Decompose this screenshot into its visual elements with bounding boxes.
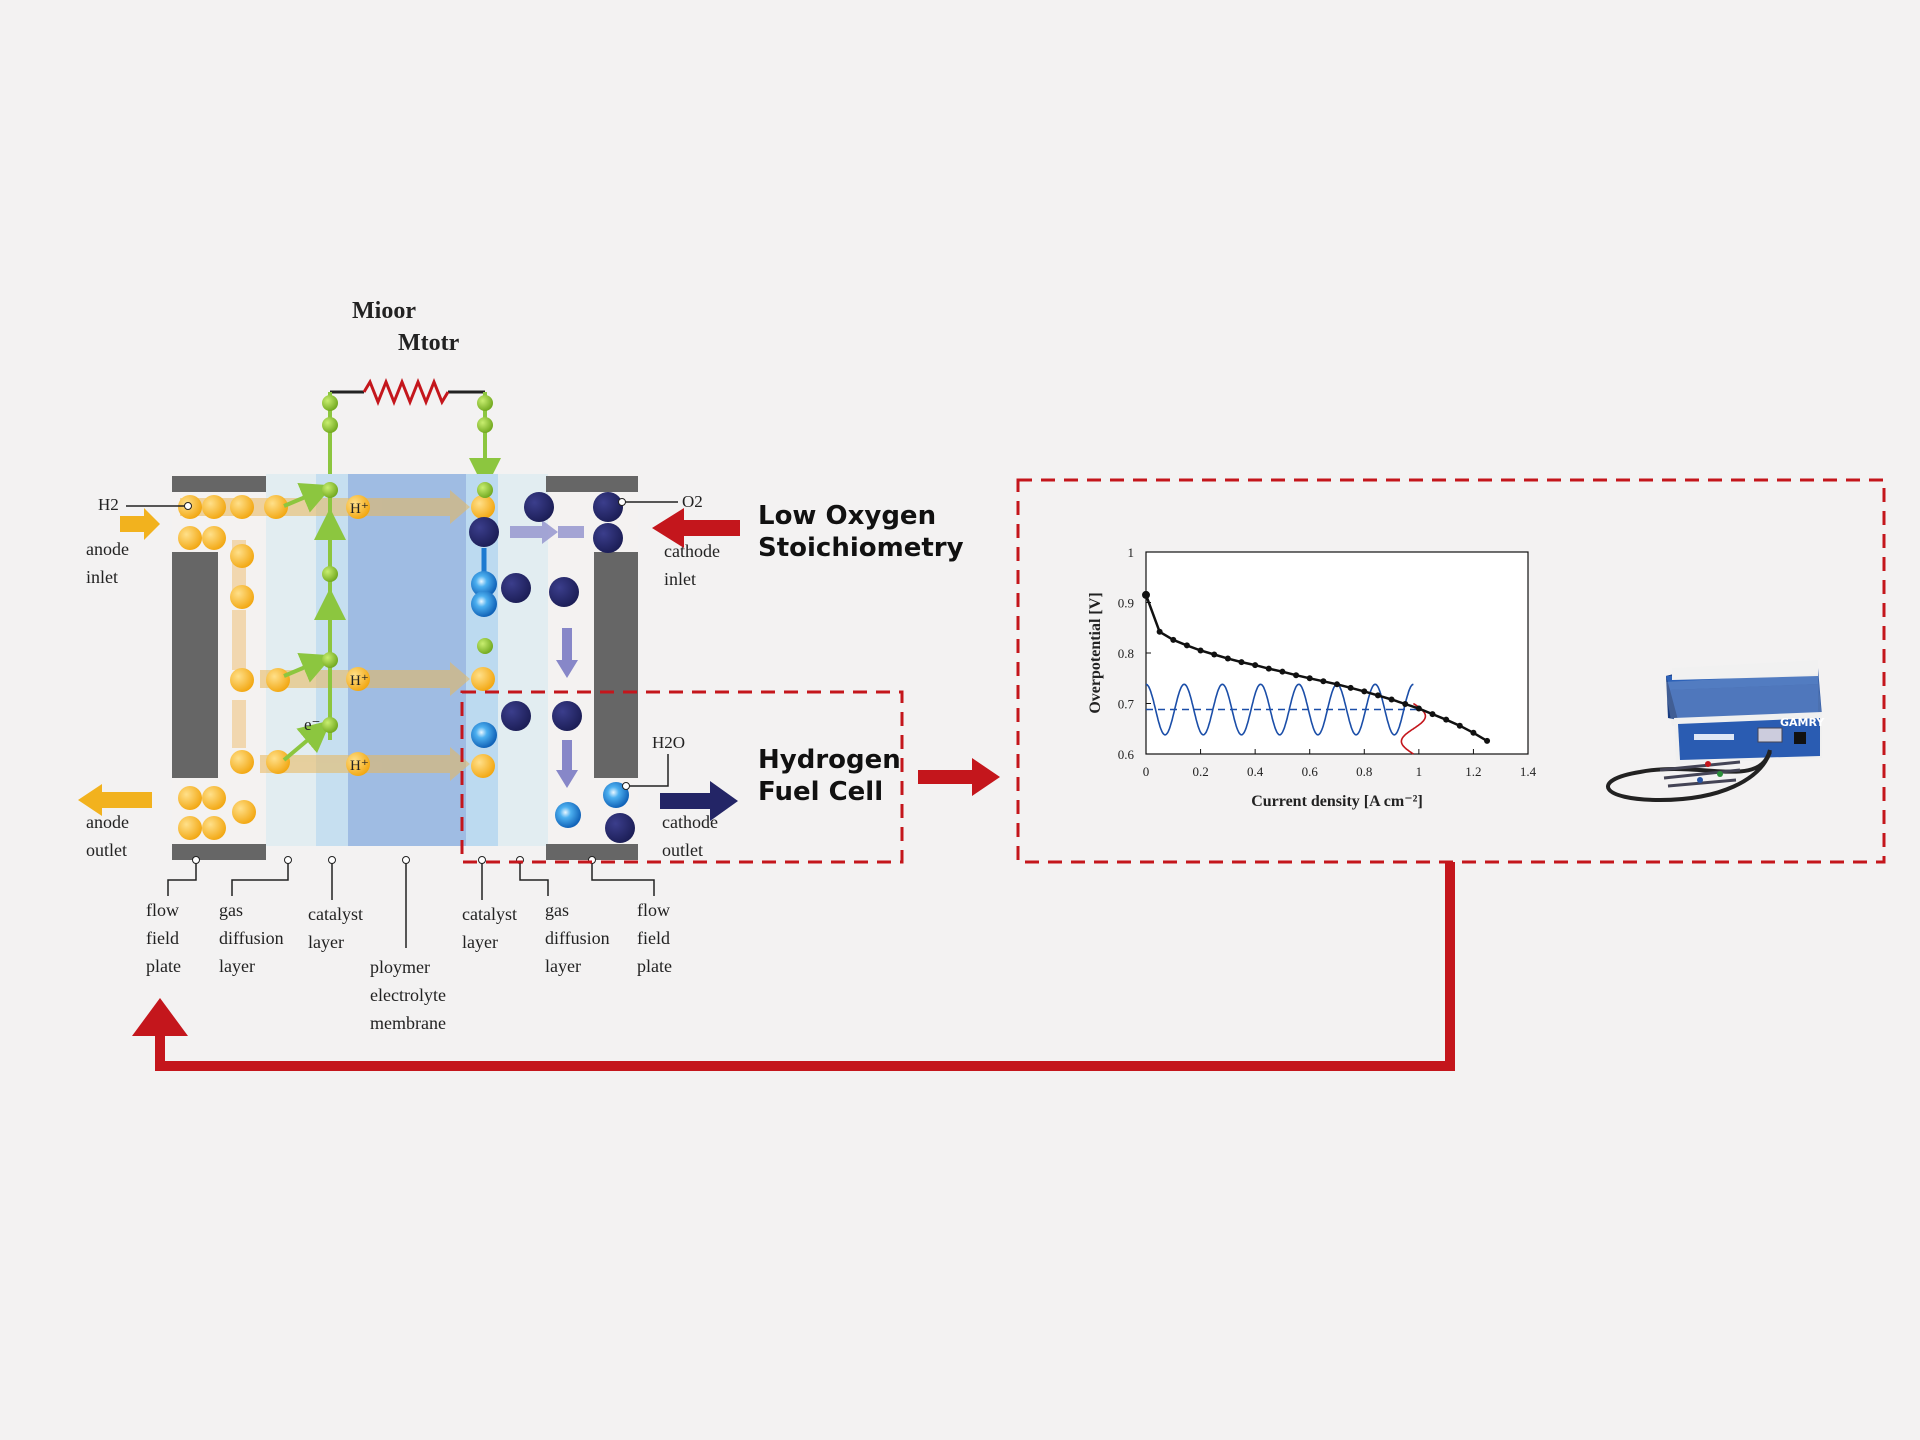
feedback-arrowhead	[132, 998, 188, 1036]
anode-inlet-label-1: anode	[86, 539, 129, 559]
curve-point	[1402, 701, 1409, 708]
layer-label-membrane: ploymer electrolyte membrane	[370, 957, 450, 1033]
x-tick-label: 0.6	[1302, 764, 1319, 779]
callouts: Low Oxygen Stoichiometry Hydrogen Fuel C…	[132, 478, 1886, 1071]
h2o-label: H2O	[652, 733, 685, 752]
svg-text:GAMRY: GAMRY	[1780, 716, 1825, 729]
proton-label-3: H⁺	[350, 758, 369, 774]
anode-inlet-arrow	[120, 508, 160, 540]
layer-label-cathode-plate: flow field plate	[637, 900, 675, 976]
y-axis-label: Overpotential [V]	[1087, 592, 1104, 713]
polarization-points	[1142, 590, 1491, 744]
curve-point	[1170, 636, 1177, 643]
curve-point	[1279, 668, 1286, 675]
hydrogen-molecules	[178, 495, 495, 840]
h2-label: H2	[98, 495, 119, 514]
cathode-outlet-arrow	[660, 781, 738, 821]
y-tick-label: 0.8	[1118, 646, 1134, 661]
curve-point	[1252, 662, 1259, 669]
layer-label-cathode-gdl: gas diffusion layer	[545, 900, 614, 976]
polymer-electrolyte-membrane	[348, 474, 466, 846]
resistor-icon	[362, 377, 450, 407]
curve-point	[1224, 655, 1231, 662]
fuel-cell-highlight-box	[460, 690, 904, 864]
curve-point	[1429, 711, 1436, 718]
axis-ticks: 0 0.2 0.4 0.6 0.8 1 1.2 1.4 0.6 0.7 0.8 0.9 1	[1118, 545, 1537, 779]
x-tick-label: 0	[1143, 764, 1150, 779]
anode-flow-plate	[172, 476, 266, 492]
curve-point	[1306, 675, 1313, 682]
electron-label: e⁻	[304, 715, 321, 734]
x-axis-label: Current density [A cm⁻²]	[1251, 793, 1423, 810]
load-label-line1: Mioor	[352, 298, 416, 324]
potentiostat-device-icon: GAMRY	[1606, 660, 1825, 803]
curve-point	[1484, 737, 1491, 744]
curve-point	[1238, 659, 1245, 666]
low-oxygen-line2: Stoichiometry	[758, 533, 964, 563]
proton-label-1: H⁺	[350, 501, 369, 517]
electron-paths: e⁻	[282, 482, 493, 762]
layer-label-anode-plate: flow field plate	[146, 900, 184, 976]
curve-point	[1142, 590, 1150, 599]
water-molecules	[471, 548, 629, 828]
curve-point	[1456, 722, 1463, 729]
cathode-outlet-label-2: outlet	[662, 840, 703, 860]
curve-point	[1320, 678, 1327, 685]
plot-frame	[1145, 551, 1529, 755]
curve-point	[1470, 729, 1477, 736]
y-tick-label: 0.7	[1118, 697, 1135, 712]
curve-point	[1211, 651, 1218, 658]
cathode-inlet-label-2: inlet	[664, 569, 696, 589]
load-label-line2: Mtotr	[398, 330, 460, 356]
y-tick-label: 0.9	[1118, 596, 1134, 611]
cathode-inlet-arrow	[652, 508, 740, 548]
fuel-cell-line1: Hydrogen	[758, 745, 901, 775]
x-tick-label: 1.4	[1520, 764, 1537, 779]
curve-point	[1361, 688, 1368, 695]
layer-label-anode-gdl: gas diffusion layer	[219, 900, 288, 976]
sine-excitation	[1145, 683, 1414, 736]
x-tick-label: 1	[1416, 764, 1423, 779]
external-circuit: Mioor Mtotr	[322, 298, 501, 490]
low-oxygen-line1: Low Oxygen	[758, 501, 936, 531]
x-tick-label: 1.2	[1465, 764, 1481, 779]
proton-label-2: H⁺	[350, 673, 369, 689]
curve-point	[1197, 647, 1204, 654]
layer-label-anode-catalyst: catalyst layer	[308, 904, 367, 952]
anode-outlet-arrow	[78, 784, 152, 816]
curve-point	[1156, 628, 1163, 635]
curve-point	[1183, 642, 1190, 649]
anode-outlet-label-2: outlet	[86, 840, 127, 860]
anode-outlet-label-1: anode	[86, 812, 129, 832]
layer-label-cathode-catalyst: catalyst layer	[462, 904, 521, 952]
curve-point	[1388, 696, 1395, 703]
curve-point	[1265, 665, 1272, 672]
anode-inlet-label-2: inlet	[86, 567, 118, 587]
curve-point	[1443, 716, 1450, 723]
polarization-chart: 0 0.2 0.4 0.6 0.8 1 1.2 1.4 0.6 0.7 0.8 0.9 1 Curren…	[1087, 545, 1537, 810]
fuel-cell-line2: Fuel Cell	[758, 777, 883, 807]
cathode-outlet-label-1: cathode	[662, 812, 718, 832]
to-measurement-arrow	[918, 758, 1000, 796]
curve-point	[1374, 692, 1381, 699]
x-tick-label: 0.4	[1247, 764, 1264, 779]
cathode-inlet-label-1: cathode	[664, 541, 720, 561]
curve-point	[1415, 705, 1422, 712]
y-tick-label: 0.6	[1118, 747, 1135, 762]
curve-point	[1334, 681, 1340, 688]
oxygen-molecules	[469, 492, 635, 843]
x-tick-label: 0.8	[1356, 764, 1372, 779]
feedback-loop	[155, 862, 1455, 1071]
ports: H2 O2 H2O anode inlet anode outlet catho…	[78, 492, 740, 860]
curve-point	[1293, 672, 1300, 679]
y-tick-label: 1	[1128, 545, 1135, 560]
o2-label: O2	[682, 492, 703, 511]
cathode-flow-plate	[546, 476, 638, 492]
curve-point	[1347, 684, 1354, 691]
x-tick-label: 0.2	[1192, 764, 1208, 779]
layer-labels: flow field plate gas diffusion layer cat…	[146, 856, 675, 1033]
